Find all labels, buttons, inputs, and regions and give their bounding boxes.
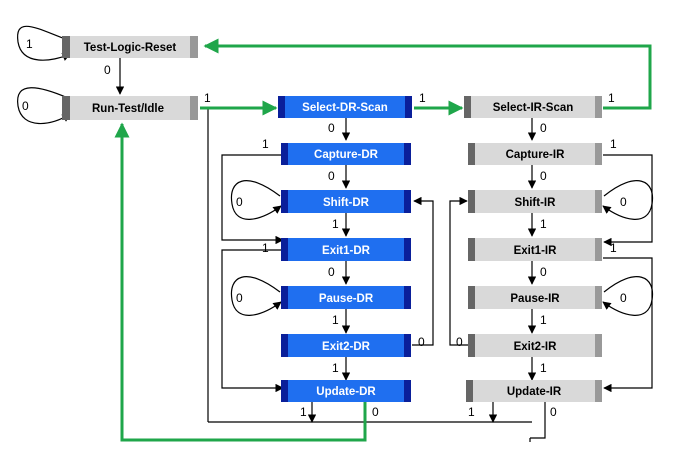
label-rti-to-seldr: 1 — [204, 91, 211, 105]
label-pausedr-to-exit2dr: 1 — [332, 313, 339, 327]
state-label: Exit1-DR — [322, 245, 371, 257]
label-exit2dr-to-updatedr: 1 — [332, 361, 339, 375]
state-label: Exit2-DR — [322, 341, 371, 353]
label-capir-to-exit1ir: 1 — [610, 137, 617, 151]
label-shiftir-to-exit1ir: 1 — [540, 217, 547, 231]
label-seldr-to-selir: 1 — [419, 91, 426, 105]
label-exit2ir-to-updateir: 1 — [540, 361, 547, 375]
state-run-test-idle[interactable]: Run-Test/Idle — [62, 96, 198, 120]
highlighted-path — [114, 38, 652, 442]
label-loop-shiftdr: 0 — [236, 195, 243, 209]
state-pause-ir[interactable]: Pause-IR — [468, 286, 602, 309]
edge-exit2ir-to-shiftir — [449, 196, 470, 346]
label-capdr-to-exit1dr: 1 — [262, 137, 269, 151]
state-exit2-ir[interactable]: Exit2-IR — [468, 334, 602, 357]
state-exit1-dr[interactable]: Exit1-DR — [281, 238, 411, 261]
state-pause-dr[interactable]: Pause-DR — [281, 286, 411, 309]
state-select-dr-scan[interactable]: Select-DR-Scan — [278, 96, 412, 118]
state-label: Shift-DR — [323, 197, 370, 209]
state-select-ir-scan[interactable]: Select-IR-Scan — [464, 96, 602, 118]
bus-updateir-0 — [530, 420, 546, 439]
state-label: Update-IR — [507, 386, 562, 398]
edge-exit2dr-to-shiftdr — [412, 196, 434, 346]
state-exit2-dr[interactable]: Exit2-DR — [281, 334, 411, 357]
label-exit1dr-to-pausedr: 0 — [328, 265, 335, 279]
edge-exit1dr-to-updatedr — [221, 249, 284, 393]
green-selir-to-tlr — [203, 38, 652, 110]
label-loop-rti: 0 — [22, 99, 29, 113]
state-update-ir[interactable]: Update-IR — [466, 380, 602, 402]
label-updateir-1: 1 — [468, 405, 475, 419]
state-shift-ir[interactable]: Shift-IR — [468, 190, 602, 213]
label-exit1ir-to-updateir: 1 — [610, 241, 617, 255]
state-exit1-ir[interactable]: Exit1-IR — [468, 238, 602, 261]
edge-exit1ir-to-updateir — [603, 257, 653, 393]
state-capture-dr[interactable]: Capture-DR — [281, 143, 411, 165]
state-label: Pause-IR — [510, 293, 560, 305]
label-loop-shiftir: 0 — [620, 195, 627, 209]
label-selir-to-capir: 0 — [540, 121, 547, 135]
label-loop-pauseir: 0 — [620, 291, 627, 305]
label-exit2dr-to-shiftdr: 0 — [418, 335, 425, 349]
edge-capdr-to-exit1dr — [221, 154, 284, 245]
state-label: Exit2-IR — [514, 341, 558, 353]
state-label: Select-IR-Scan — [493, 102, 574, 114]
state-label: Select-DR-Scan — [302, 102, 388, 114]
label-shiftdr-to-exit1dr: 1 — [332, 217, 339, 231]
label-loop-pausedr: 0 — [236, 291, 243, 305]
label-loop-tlr: 1 — [26, 37, 33, 51]
state-test-logic-reset[interactable]: Test-Logic-Reset — [62, 36, 198, 58]
label-tlr-to-rti: 0 — [104, 63, 111, 77]
state-shift-dr[interactable]: Shift-DR — [281, 190, 411, 213]
edge-labels: 1 0 0 1 1 1 0 1 0 0 1 1 0 0 1 0 1 1 0 0 … — [22, 37, 627, 419]
state-boxes: Test-Logic-Reset Run-Test/Idle Select-DR… — [62, 36, 602, 402]
label-seldr-to-capdr: 0 — [328, 121, 335, 135]
loop-pauseir — [602, 276, 654, 316]
label-exit1dr-to-updatedr: 1 — [262, 241, 269, 255]
state-label: Pause-DR — [319, 293, 374, 305]
state-label: Update-DR — [316, 386, 376, 398]
state-update-dr[interactable]: Update-DR — [281, 380, 411, 402]
state-capture-ir[interactable]: Capture-IR — [468, 143, 602, 165]
loop-rti — [17, 87, 71, 125]
label-capir-to-shiftir: 0 — [540, 169, 547, 183]
loop-tlr — [17, 25, 71, 61]
state-label: Capture-IR — [506, 149, 565, 161]
label-exit2ir-to-shiftir: 0 — [456, 335, 463, 349]
label-updatedr-1: 1 — [300, 405, 307, 419]
loop-shiftir — [602, 180, 654, 220]
transition-lines — [17, 25, 654, 442]
loop-pausedr — [230, 276, 282, 316]
loop-shiftdr — [230, 180, 282, 220]
state-label: Run-Test/Idle — [92, 103, 164, 115]
state-label: Exit1-IR — [514, 245, 558, 257]
edge-capir-to-exit1ir — [603, 154, 653, 247]
state-label: Capture-DR — [314, 149, 379, 161]
label-capdr-to-shiftdr: 0 — [328, 169, 335, 183]
label-updateir-0: 0 — [550, 405, 557, 419]
label-selir-to-tlr: 1 — [608, 91, 615, 105]
label-exit1ir-to-pauseir: 0 — [540, 265, 547, 279]
state-label: Shift-IR — [515, 197, 557, 209]
label-updatedr-0: 0 — [372, 405, 379, 419]
state-label: Test-Logic-Reset — [84, 42, 177, 54]
green-updatedr-to-rti — [114, 122, 367, 442]
label-pauseir-to-exit2ir: 1 — [540, 313, 547, 327]
